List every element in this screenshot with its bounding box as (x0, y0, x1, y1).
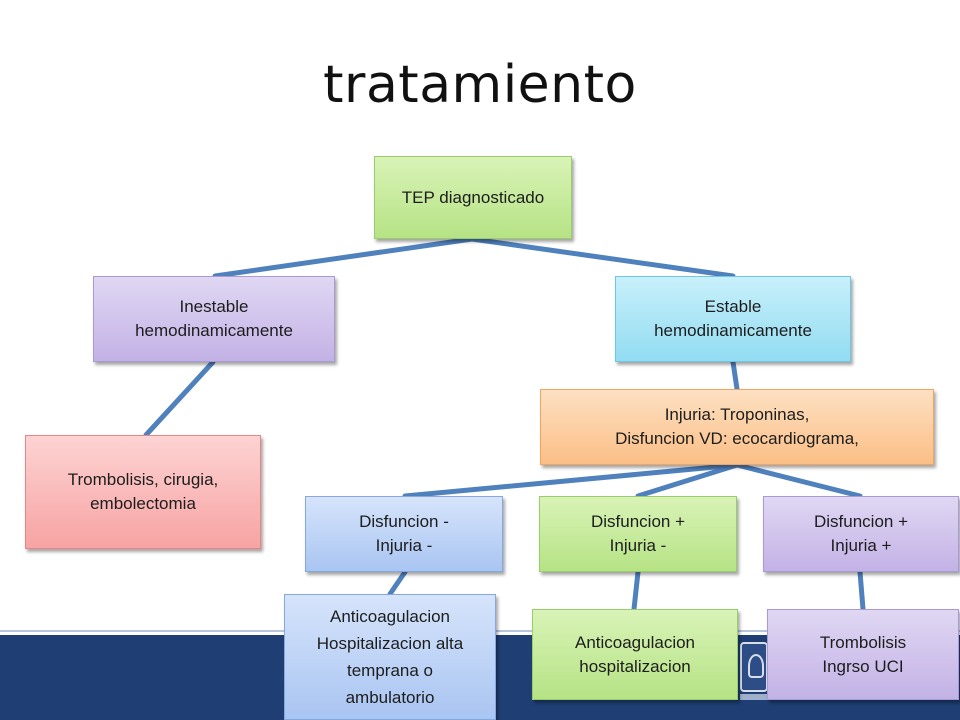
node-unstable: Inestable hemodinamicamente (93, 276, 335, 362)
node-anticoag-hospital: Anticoagulacion hospitalizacion (532, 609, 738, 700)
node-thrombolysis-icu: Trombolisis Ingrso UCI (767, 609, 959, 700)
connector-dposineg-anticoag (631, 569, 641, 612)
node-thrombolysis-surgery: Trombolisis, cirugia, embolectomia (25, 435, 261, 549)
connector-dneg-anticoag (387, 569, 408, 597)
connector-root-stable (469, 236, 736, 279)
connector-stable-assessment (730, 359, 740, 392)
connector-assessment-dpos-ipos (734, 462, 863, 499)
node-tep-diagnosed: TEP diagnosticado (374, 156, 572, 239)
slide-title: tratamiento (323, 55, 637, 115)
connector-assessment-dpos-ineg (635, 462, 740, 499)
connector-unstable-thrombolysis (143, 359, 216, 438)
node-dysfunction-pos-injury-neg: Disfuncion + Injuria - (539, 496, 737, 572)
node-assessment: Injuria: Troponinas, Disfuncion VD: ecoc… (540, 389, 934, 465)
logo-caption (740, 694, 768, 700)
node-dysfunction-pos-injury-pos: Disfuncion + Injuria + (763, 496, 959, 572)
node-dysfunction-neg-injury-neg: Disfuncion - Injuria - (305, 496, 503, 572)
connector-assessment-dneg (402, 462, 740, 499)
node-anticoag-early-discharge: Anticoagulacion Hospitalizacion alta tem… (284, 594, 496, 720)
node-stable: Estable hemodinamicamente (615, 276, 851, 362)
connector-root-unstable (212, 236, 475, 279)
university-logo-icon (740, 642, 768, 692)
connector-dposipos-thrombolysis (857, 569, 866, 612)
